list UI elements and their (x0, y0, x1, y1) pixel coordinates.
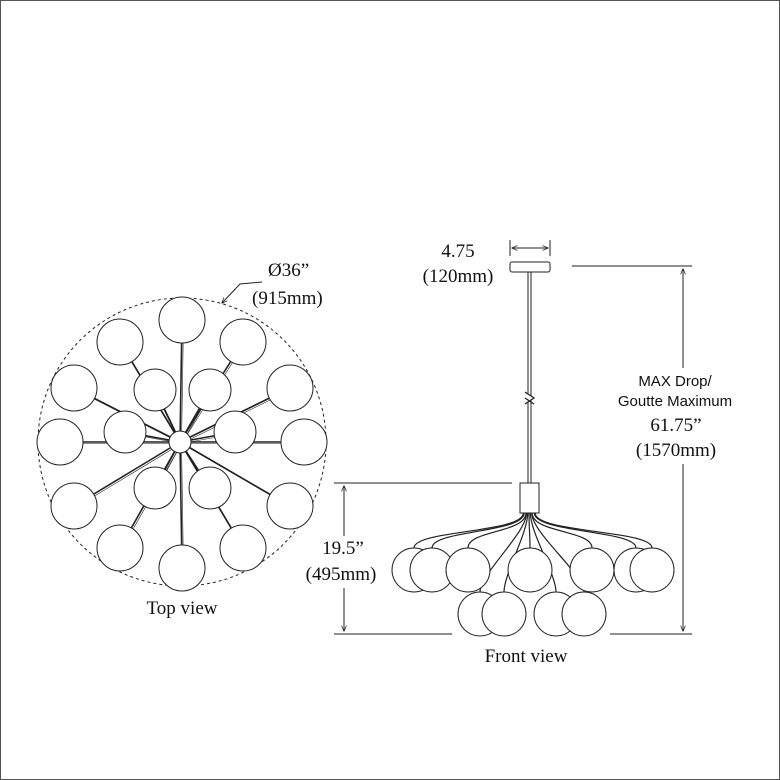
top-view-globes (36, 296, 328, 592)
max-drop-label-line2: Goutte Maximum (618, 393, 732, 410)
front-view-arm (528, 512, 531, 549)
front-view-globe (561, 591, 607, 637)
top-view-globe (133, 466, 177, 510)
max-drop-inches-label: 61.75” (650, 415, 701, 436)
rod-break-symbol (524, 391, 536, 405)
center-body (519, 482, 540, 514)
top-view-globe (280, 418, 328, 466)
top-view-globe (133, 368, 177, 412)
canopy (509, 261, 551, 273)
front-view-arm (534, 512, 653, 549)
top-view-globe (158, 544, 206, 592)
max-drop-label-line1: MAX Drop/ (638, 373, 712, 390)
canopy-width-inches-label: 4.75 (441, 241, 474, 262)
diameter-mm-label: (915mm) (252, 288, 323, 309)
diameter-inches-label: Ø36” (268, 260, 309, 281)
top-view-globe (50, 482, 98, 530)
front-view-globe (445, 547, 491, 593)
diameter-leader-arrow (222, 281, 263, 303)
max-drop-label-backing (604, 368, 746, 464)
top-view-globe (219, 524, 267, 572)
top-view-globe (213, 410, 257, 454)
front-view-globes (391, 547, 675, 637)
front-view-arm (531, 512, 593, 549)
front-view-caption: Front view (485, 646, 568, 667)
top-view-hub (168, 430, 192, 454)
top-view-globe (219, 318, 267, 366)
top-view-globe (96, 524, 144, 572)
top-view-globe (50, 364, 98, 412)
top-view-globe (188, 368, 232, 412)
front-view-arm (431, 512, 525, 549)
height-inches-label: 19.5” (322, 538, 364, 559)
front-view-globe (481, 591, 527, 637)
front-view-arm (467, 512, 527, 549)
front-view-arm (413, 512, 524, 549)
top-view-globe (188, 466, 232, 510)
top-view-globe (103, 410, 147, 454)
front-view-globe (569, 547, 615, 593)
height-label-backing (300, 536, 388, 588)
top-view-globe (266, 364, 314, 412)
front-view-globe (629, 547, 675, 593)
top-view-globe (158, 296, 206, 344)
top-view-globe (36, 418, 84, 466)
max-drop-mm-label: (1570mm) (636, 440, 716, 461)
front-view (334, 240, 692, 637)
front-view-globe (507, 547, 553, 593)
top-view-caption: Top view (147, 598, 218, 619)
canopy-width-mm-label: (120mm) (423, 266, 494, 287)
top-view-globe (96, 318, 144, 366)
top-view-globe (266, 482, 314, 530)
height-mm-label: (495mm) (306, 564, 377, 585)
top-view (36, 281, 328, 592)
